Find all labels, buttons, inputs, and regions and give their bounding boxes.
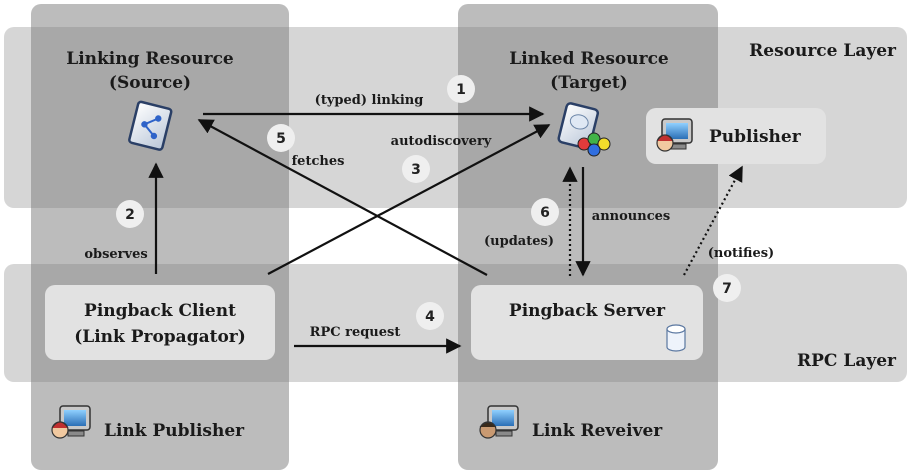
rpc-request-label: RPC request: [310, 325, 401, 340]
svg-text:3: 3: [411, 162, 421, 178]
client-subtitle: (Link Propagator): [74, 327, 246, 347]
step-badge-4: 4: [416, 302, 444, 330]
source-title: Linking Resource: [66, 49, 234, 69]
autodiscovery-label: autodiscovery: [391, 134, 492, 149]
fetches-label: fetches: [292, 154, 345, 169]
share-document-icon: [128, 100, 173, 151]
pingback-server-box: [471, 285, 703, 360]
step-badge-2: 2: [116, 200, 144, 228]
autodiscovery-arrow: [267, 124, 551, 275]
observes-label: observes: [84, 247, 147, 262]
source-subtitle: (Source): [109, 73, 191, 93]
step-badge-7: 7: [713, 274, 741, 302]
publisher-user-icon: [656, 118, 693, 152]
svg-text:1: 1: [456, 82, 466, 98]
linked-document-icon: [557, 102, 611, 157]
updates-label: (updates): [484, 234, 554, 249]
announces-label: announces: [592, 209, 670, 224]
step-badge-6: 6: [531, 198, 559, 226]
step-badge-5: 5: [267, 124, 295, 152]
link-receiver-label: Link Reveiver: [532, 421, 663, 441]
target-subtitle: (Target): [550, 73, 628, 93]
target-title: Linked Resource: [509, 49, 669, 69]
pingback-client-box: [45, 285, 275, 360]
svg-text:5: 5: [276, 131, 286, 147]
rpc-layer-label: RPC Layer: [797, 351, 897, 371]
link-publisher-label: Link Publisher: [104, 421, 245, 441]
fetches-arrow: [197, 119, 488, 276]
linking-label: (typed) linking: [315, 93, 424, 108]
link-publisher-user-icon: [51, 405, 91, 439]
link-receiver-user-icon: [479, 405, 519, 439]
svg-text:6: 6: [540, 205, 550, 221]
notifies-arrow: [683, 165, 743, 276]
step-badge-3: 3: [402, 155, 430, 183]
client-title: Pingback Client: [84, 301, 236, 321]
publisher-label: Publisher: [709, 127, 802, 147]
svg-text:4: 4: [425, 309, 435, 325]
svg-text:7: 7: [722, 281, 732, 297]
step-badge-1: 1: [447, 75, 475, 103]
resource-layer-label: Resource Layer: [749, 41, 897, 61]
server-title: Pingback Server: [509, 301, 666, 321]
svg-text:2: 2: [125, 207, 135, 223]
notifies-label: (notifies): [708, 246, 774, 261]
database-icon: [666, 324, 686, 352]
